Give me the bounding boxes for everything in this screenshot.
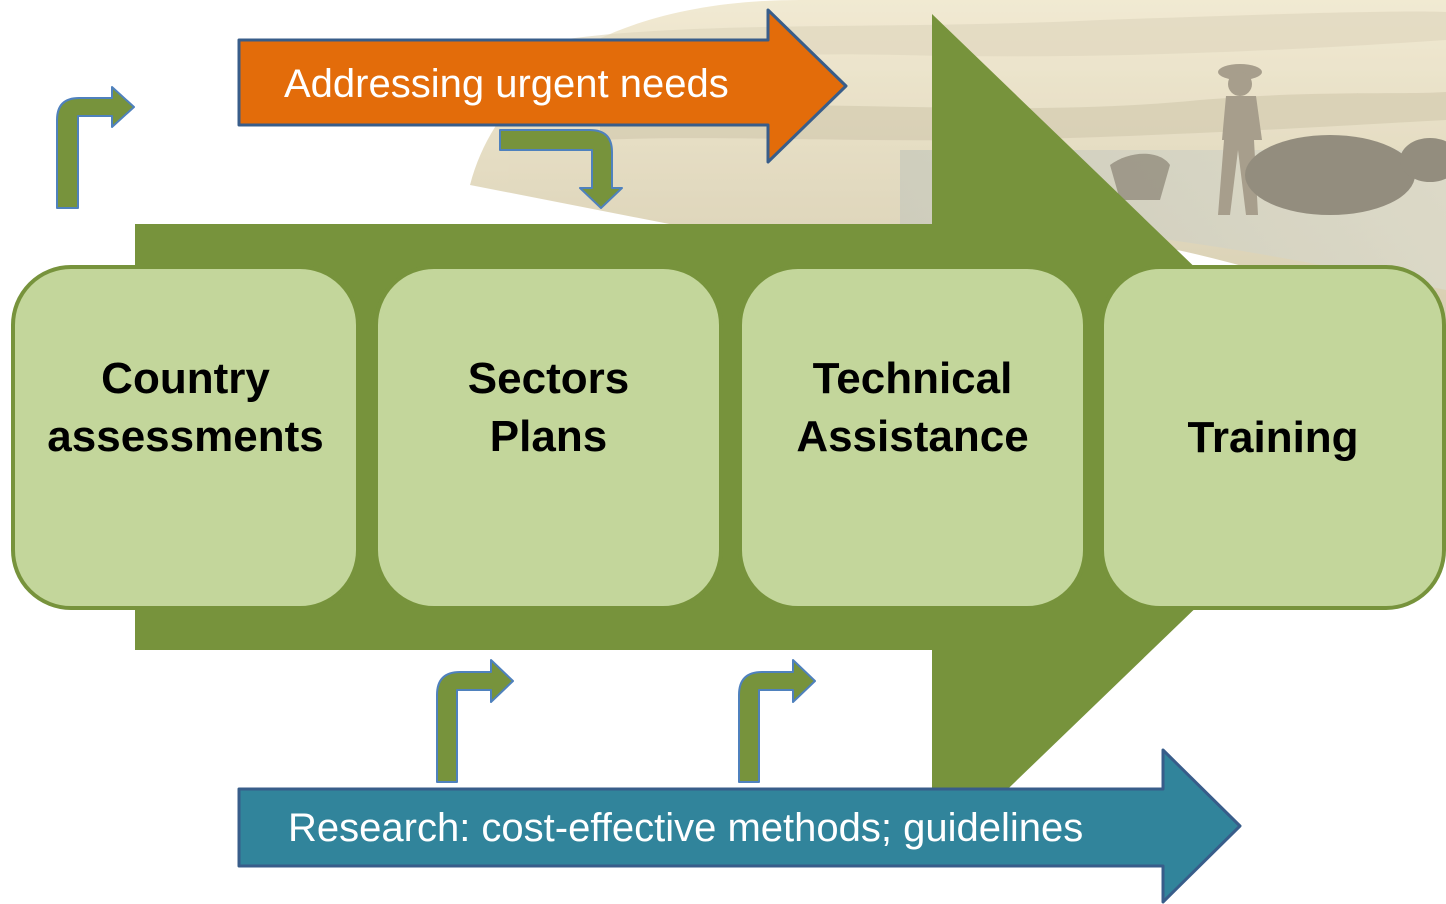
top-banner-arrow (237, 8, 848, 164)
stage-label-line: Plans (489, 411, 608, 461)
top-banner-label: Addressing urgent needs (284, 62, 729, 106)
stage-label-line: Technical (812, 353, 1013, 403)
stage-label-technical-assistance: Technical Assistance (740, 320, 1085, 495)
farmer-figure (1218, 64, 1262, 215)
bottom-banner-label: Research: cost-effective methods; guidel… (288, 806, 1084, 850)
stage-label-sectors-plans: Sectors Plans (376, 320, 721, 495)
stage-label-training: Training (1102, 350, 1444, 525)
stage-label-line: Country (101, 353, 270, 403)
bent-up-arrow-icon (56, 86, 135, 209)
stage-label-line: Training (1187, 412, 1359, 462)
bottom-banner-arrow (237, 748, 1242, 904)
stage-label-country-assessments: Country assessments (13, 320, 358, 495)
stage-box-sectors-plans (374, 265, 723, 610)
stage-box-technical-assistance (738, 265, 1087, 610)
bent-up-arrow-icon (738, 659, 816, 783)
bent-up-arrow-icon (436, 659, 514, 783)
water-buffalo-figure (1110, 135, 1446, 215)
stage-box-training (1100, 265, 1446, 610)
stage-label-line: assessments (47, 411, 324, 461)
bent-down-arrow-icon (499, 129, 623, 209)
stage-label-line: Sectors (467, 353, 630, 403)
stage-label-line: Assistance (796, 411, 1029, 461)
stage-box-country-assessments (11, 265, 360, 610)
